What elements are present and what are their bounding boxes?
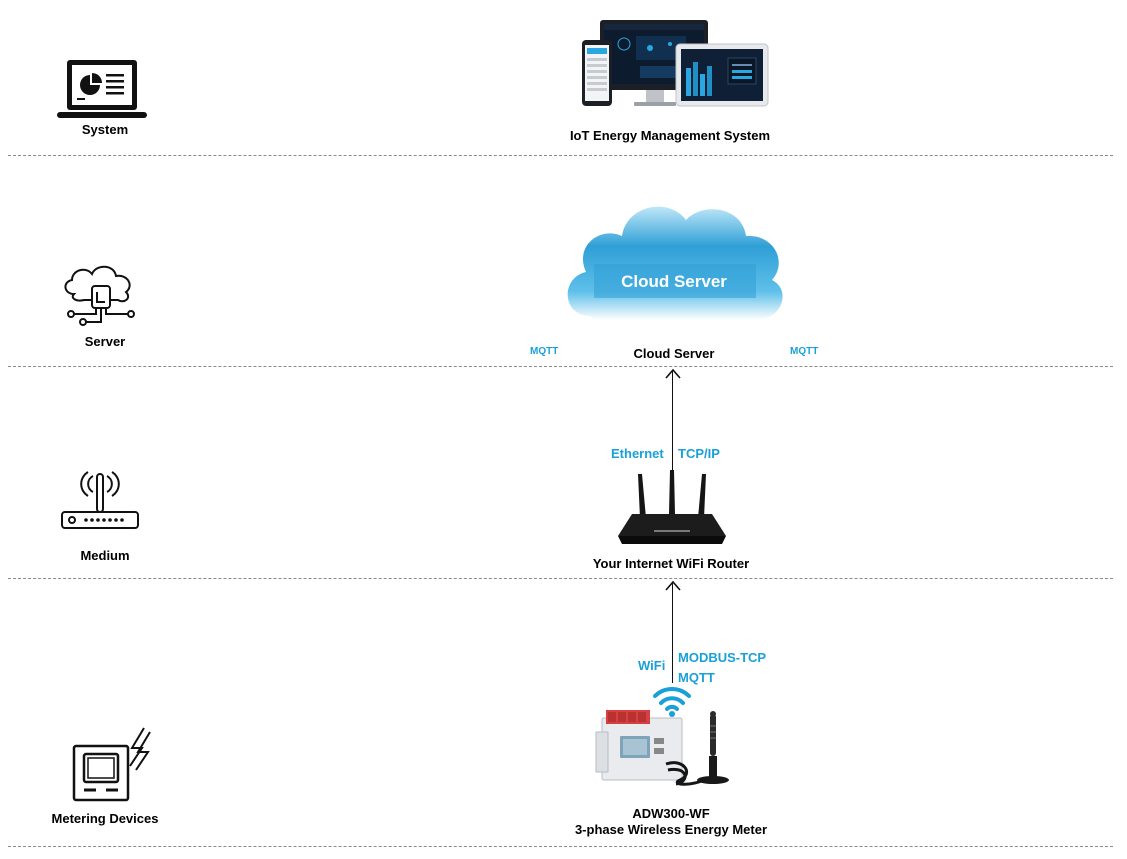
meter-uplink-arrow-line [672,583,673,683]
meter-caption-model: ADW300-WF [632,806,710,821]
tier-label-metering: Metering Devices [51,811,159,826]
uplink-arrow-line [672,371,673,479]
arrow-head-icon [665,368,681,379]
tier-divider [8,366,1113,367]
cloud-server-icon [64,265,135,326]
protocol-label-mqtt-left: MQTT [530,346,559,357]
cloud-server-banner: Cloud Server [621,272,727,291]
tier-label-server: Server [84,334,126,349]
tier-divider [8,155,1113,156]
meter-caption-description: 3-phase Wireless Energy Meter [574,822,768,837]
wifi-router-graphic [618,470,726,544]
protocol-label-tcpip: TCP/IP [678,446,720,461]
laptop-dashboard-icon [57,60,147,118]
arrow-head-icon [665,580,681,591]
tier-label-medium: Medium [80,548,130,563]
wifi-router-icon [61,471,139,529]
tier-divider [8,578,1113,579]
protocol-label-ethernet: Ethernet [611,446,664,461]
protocol-label-wifi: WiFi [638,658,666,673]
router-caption: Your Internet WiFi Router [592,556,750,571]
system-caption: IoT Energy Management System [569,128,771,143]
meter-lightning-icon [72,727,151,802]
protocol-label-mqtt-right: MQTT [790,346,819,357]
protocol-label-modbus-tcp: MODBUS-TCP [678,650,767,665]
cloud-server-graphic [567,206,783,320]
wifi-signal-icon [653,686,691,717]
cloud-server-caption: Cloud Server [633,346,715,361]
tier-divider [8,846,1113,847]
tier-label-system: System [81,122,129,137]
protocol-label-mqtt-meter: MQTT [678,670,715,685]
energy-meter-graphic [595,710,729,786]
iot-devices-illustration [582,20,769,107]
